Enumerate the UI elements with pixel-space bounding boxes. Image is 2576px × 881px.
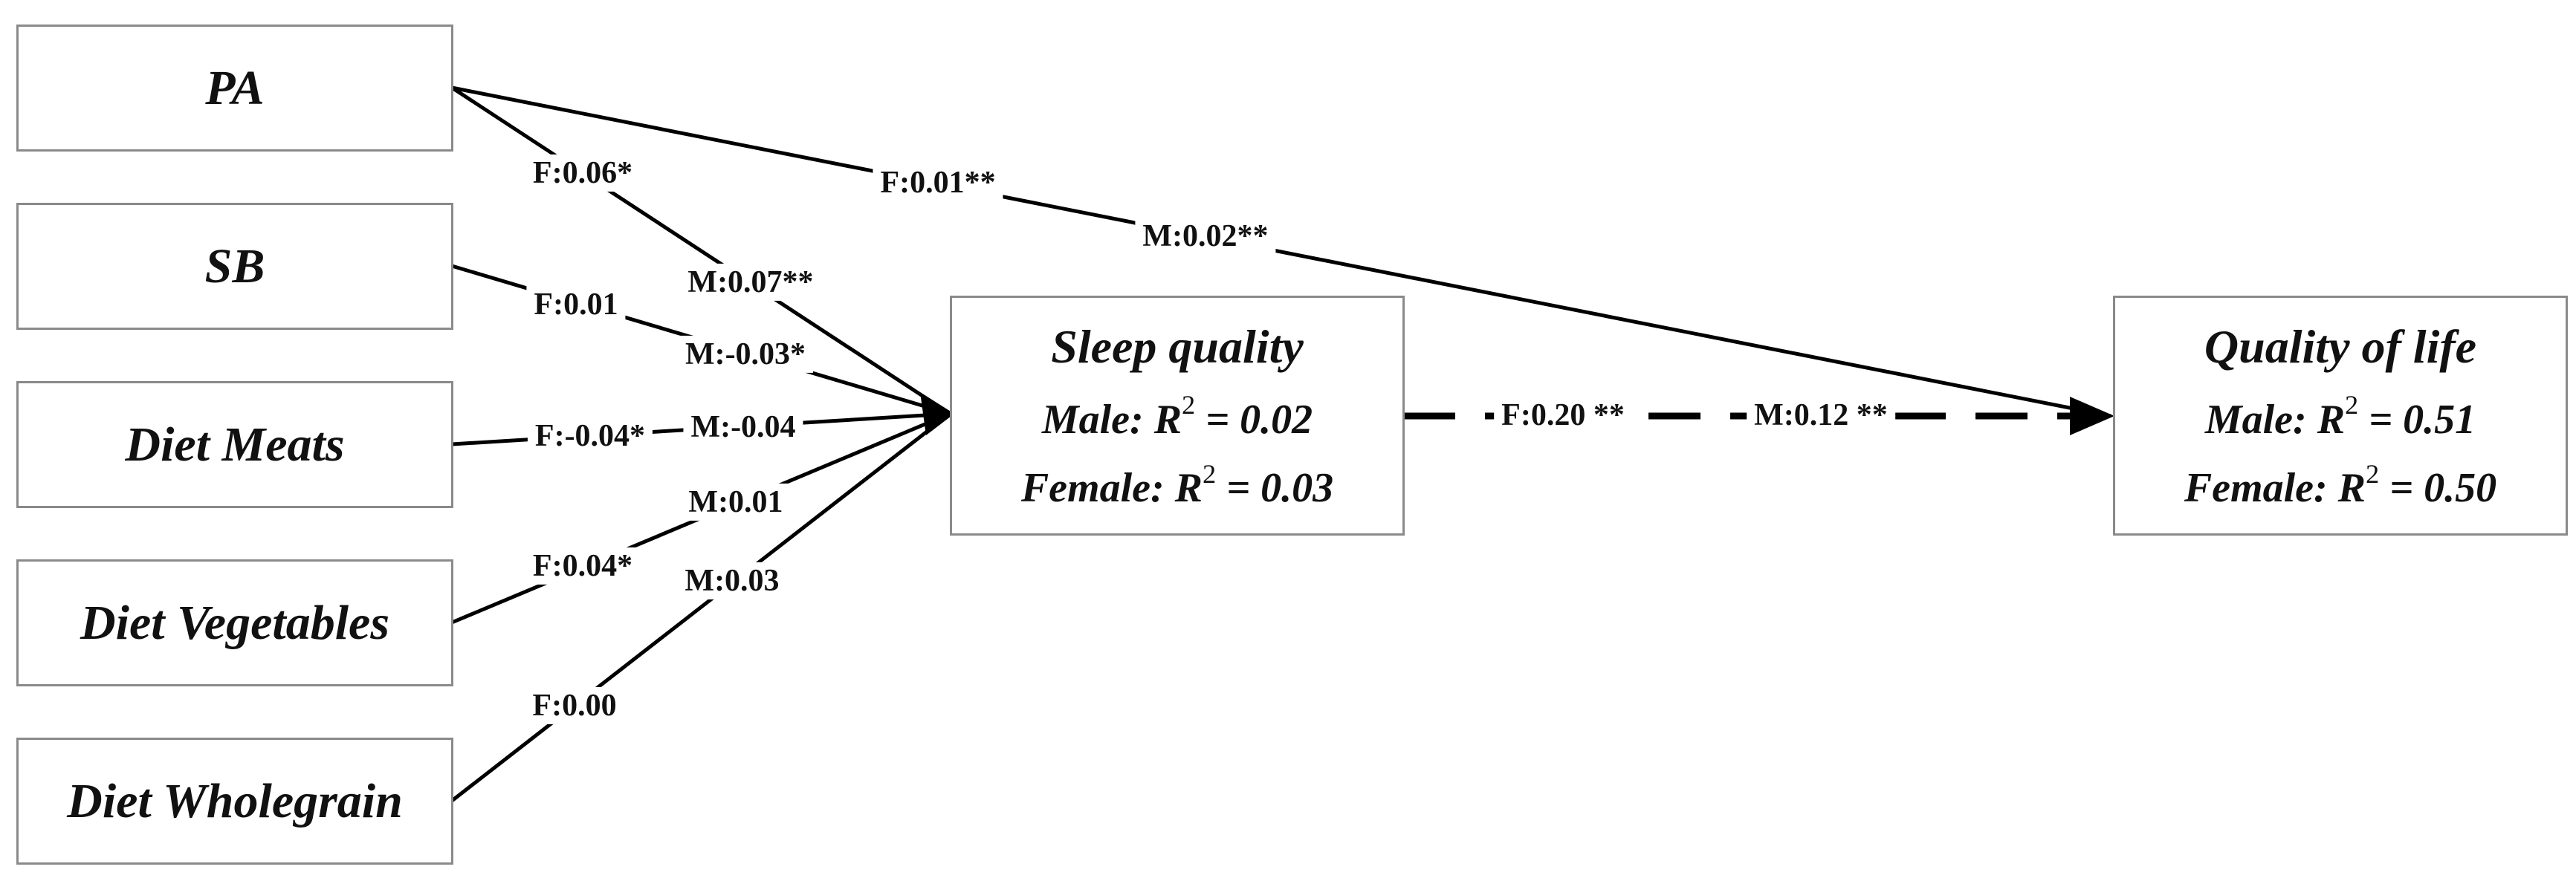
coef-veg-sleep-m: M:0.01 [681,483,791,521]
node-diet-meats-label: Diet Meats [125,417,345,472]
node-diet-meats: Diet Meats [16,381,453,508]
node-diet-wholegrain-label: Diet Wholegrain [67,773,403,828]
path-pa-qol [451,85,2111,418]
coef-pa-sleep-f: F:0.06* [525,154,641,192]
node-sleep-quality: Sleep quality Male: R2 = 0.02 Female: R2… [950,296,1405,536]
coef-pa-sleep-m: M:0.07** [680,263,821,302]
quality-of-life-title: Quality of life [2204,319,2477,373]
sleep-quality-male-r2: Male: R2 = 0.02 [1041,390,1313,443]
path-pa-sleep [450,85,951,416]
node-sb: SB [16,203,453,330]
node-diet-wholegrain: Diet Wholegrain [16,738,453,865]
quality-of-life-male-r2: Male: R2 = 0.51 [2204,390,2476,443]
coef-sb-sleep-f: F:0.01 [526,285,626,324]
node-pa-label: PA [205,60,265,115]
node-pa: PA [16,25,453,152]
coef-veg-sleep-f: F:0.04* [525,547,641,585]
coef-pa-qol-m: M:0.02** [1135,217,1276,256]
coef-sb-sleep-m: M:-0.03* [677,335,814,374]
sleep-quality-female-r2: Female: R2 = 0.03 [1020,459,1334,512]
coef-pa-qol-f: F:0.01** [873,163,1003,202]
sleep-quality-title: Sleep quality [1051,319,1304,373]
coef-wholegrain-sleep-m: M:0.03 [677,562,787,600]
node-sb-label: SB [204,238,265,293]
node-quality-of-life: Quality of life Male: R2 = 0.51 Female: … [2113,296,2568,536]
coef-sleep-qol-m: M:0.12 ** [1747,396,1895,435]
node-diet-vegetables: Diet Vegetables [16,559,453,686]
arrowhead-sleep [920,392,954,435]
coef-meats-sleep-f: F:-0.04* [527,417,653,455]
node-diet-vegetables-label: Diet Vegetables [80,595,390,650]
path-wholegrain-sleep [450,412,951,802]
quality-of-life-female-r2: Female: R2 = 0.50 [2184,459,2497,512]
coef-sleep-qol-f: F:0.20 ** [1494,396,1632,435]
arrowhead-qol [2070,397,2114,435]
coef-wholegrain-sleep-f: F:0.00 [525,686,624,725]
coef-meats-sleep-m: M:-0.04 [683,408,803,446]
